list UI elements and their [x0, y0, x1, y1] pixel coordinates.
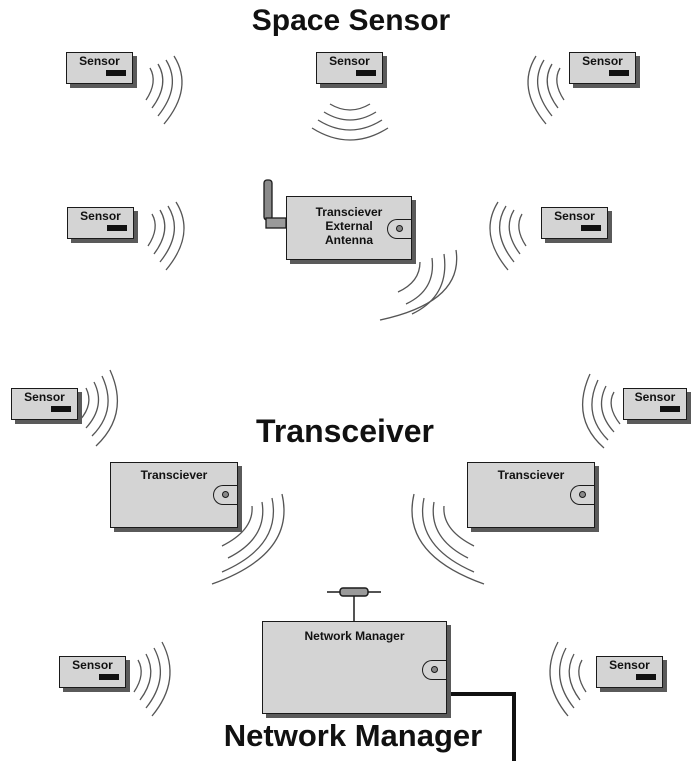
sensor-9: Sensor — [596, 656, 663, 688]
sensor-8: Sensor — [59, 656, 126, 688]
sensor-3: Sensor — [569, 52, 636, 84]
antenna-icon — [263, 179, 287, 229]
transciever-right: Transciever — [467, 462, 595, 528]
signal-waves-sensor-9 — [549, 641, 587, 717]
network-cable — [447, 692, 516, 761]
sensor-2: Sensor — [316, 52, 383, 84]
sensor-4: Sensor — [67, 207, 134, 239]
network-antenna-icon — [327, 587, 381, 621]
signal-waves-sensor-5 — [489, 201, 527, 271]
status-led-icon — [387, 219, 411, 239]
status-led-icon — [570, 485, 594, 505]
heading-network-manager: Network Manager — [223, 718, 483, 753]
transciever-left: Transciever — [110, 462, 238, 528]
sensor-1: Sensor — [66, 52, 133, 84]
signal-waves-sensor-3 — [527, 55, 565, 125]
signal-waves-transciever-external — [379, 249, 458, 321]
sensor-7: Sensor — [623, 388, 687, 420]
signal-waves-sensor-2 — [311, 103, 389, 141]
transciever-external-antenna: Transciever External Antenna — [286, 196, 412, 260]
signal-waves-sensor-1 — [145, 55, 183, 125]
heading-transceiver: Transceiver — [256, 413, 434, 449]
sensor-6: Sensor — [11, 388, 78, 420]
heading-space-sensor: Space Sensor — [251, 4, 451, 37]
signal-waves-transciever-right — [411, 493, 485, 585]
status-led-icon — [213, 485, 237, 505]
network-manager-device: Network Manager — [262, 621, 447, 714]
signal-waves-sensor-6 — [79, 369, 119, 447]
sensor-5: Sensor — [541, 207, 608, 239]
signal-waves-sensor-7 — [581, 373, 621, 449]
status-led-icon — [422, 660, 446, 680]
signal-waves-transciever-left — [211, 493, 285, 585]
signal-waves-sensor-4 — [147, 201, 185, 271]
signal-waves-sensor-8 — [133, 641, 171, 717]
